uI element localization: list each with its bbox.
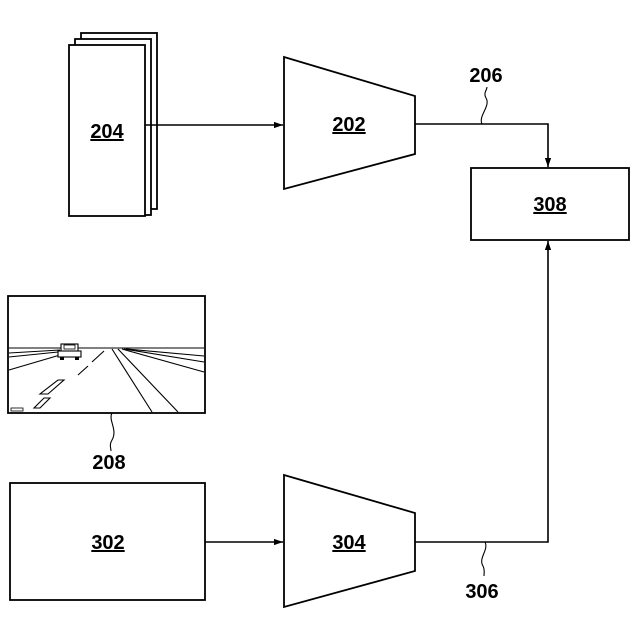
input-block: 302 <box>10 483 205 600</box>
leader-208 <box>110 413 114 451</box>
encoder-top-label: 202 <box>332 114 365 136</box>
arrow-encoder-top-to-output <box>415 124 548 167</box>
encoder-top-block: 202 <box>284 57 415 189</box>
signal-206-label: 206 <box>469 65 502 87</box>
encoder-bottom-label: 304 <box>332 532 366 554</box>
road-image-label: 208 <box>92 452 125 474</box>
road-image <box>8 296 205 413</box>
signal-306-label: 306 <box>465 581 498 603</box>
image-stack-block: 204 <box>69 33 157 216</box>
input-label: 302 <box>91 532 124 554</box>
leader-206 <box>481 87 487 124</box>
leader-306 <box>482 542 486 576</box>
image-stack-label: 204 <box>90 121 124 143</box>
output-label: 308 <box>533 194 566 216</box>
arrow-encoder-bottom-to-output <box>415 241 548 542</box>
encoder-bottom-block: 304 <box>284 475 415 607</box>
output-block: 308 <box>471 168 629 240</box>
